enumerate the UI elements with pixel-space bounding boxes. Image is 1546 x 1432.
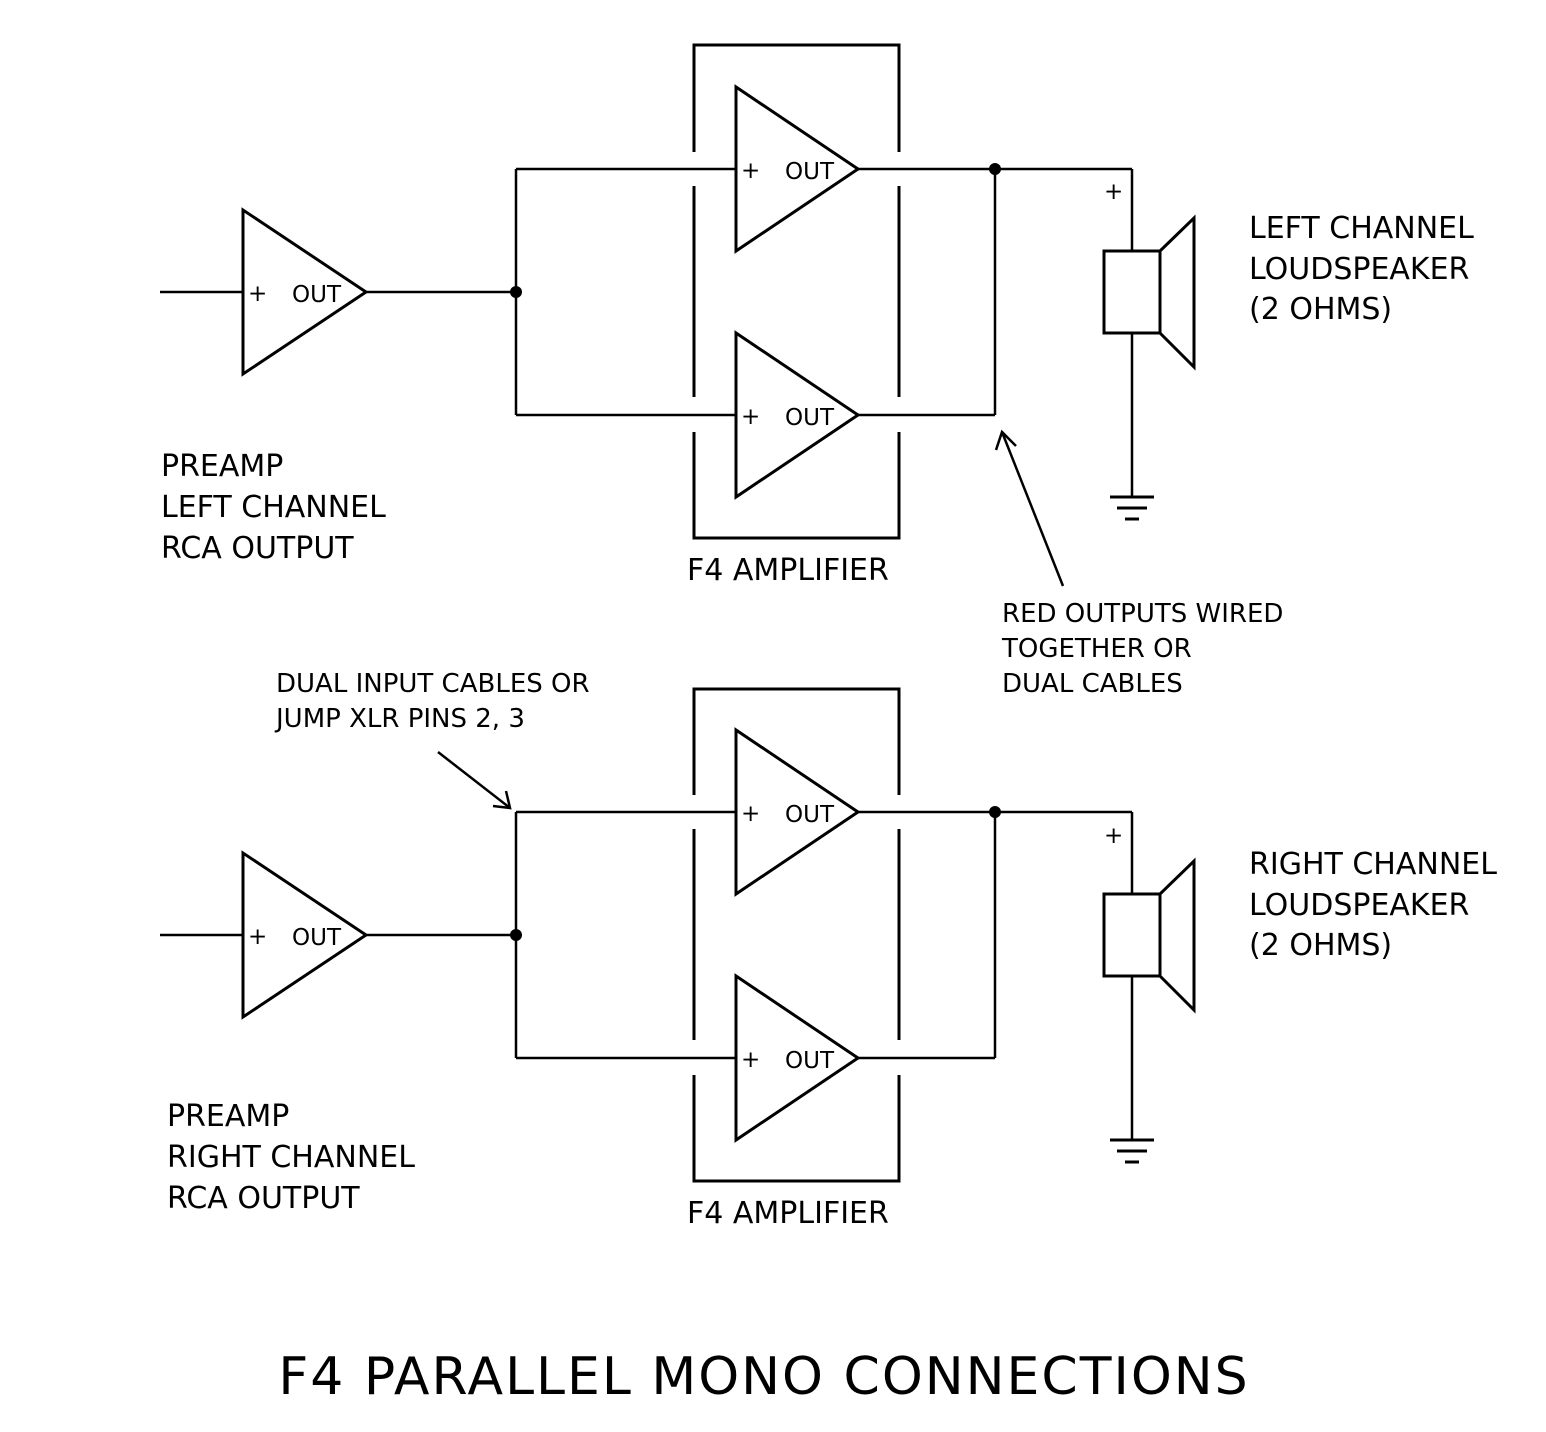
left-amplifier-box-top [692, 43, 901, 152]
left-preamp-label-line-2: LEFT CHANNEL [161, 490, 386, 525]
output-note-line-2: TOGETHER OR [1001, 634, 1192, 664]
right-preamp-label: PREAMP RIGHT CHANNEL RCA OUTPUT [167, 1099, 415, 1216]
right-ground-icon [1110, 1138, 1154, 1164]
right-speaker-magnet [1102, 892, 1162, 978]
left-preamp-label-line-3: RCA OUTPUT [161, 531, 354, 566]
left-speaker-cone [1158, 214, 1196, 371]
right-amp-a-plus: + [741, 801, 760, 827]
output-note-line-1: RED OUTPUTS WIRED [1002, 599, 1283, 629]
left-speaker-label: LEFT CHANNEL LOUDSPEAKER (2 OHMS) [1249, 211, 1474, 327]
left-amp-a-out: OUT [785, 159, 835, 185]
right-speaker-label-line-3: (2 OHMS) [1249, 928, 1392, 963]
right-amplifier-label: F4 AMPLIFIER [687, 1196, 889, 1231]
right-amp-stage-a [734, 727, 861, 897]
right-speaker-label: RIGHT CHANNEL LOUDSPEAKER (2 OHMS) [1249, 847, 1497, 963]
output-note-arrowhead [994, 429, 1017, 451]
right-amp-a-out: OUT [785, 802, 835, 828]
right-channel: + OUT + OUT + OUT + [160, 687, 1497, 1231]
left-speaker-plus: + [1104, 179, 1123, 205]
left-speaker-label-line-1: LEFT CHANNEL [1249, 211, 1474, 246]
left-amplifier-label: F4 AMPLIFIER [687, 553, 889, 588]
right-speaker-label-line-1: RIGHT CHANNEL [1249, 847, 1497, 882]
left-preamp-plus: + [248, 281, 267, 307]
left-speaker-magnet [1102, 249, 1162, 335]
left-channel: + OUT + OUT + OUT + [160, 43, 1474, 588]
right-speaker-label-line-2: LOUDSPEAKER [1249, 888, 1469, 923]
left-preamp-amp-symbol [241, 207, 369, 377]
input-note-line-1: DUAL INPUT CABLES OR [276, 669, 590, 699]
right-speaker-cone [1158, 857, 1196, 1014]
left-preamp-out: OUT [292, 282, 342, 308]
right-preamp-label-line-2: RIGHT CHANNEL [167, 1140, 415, 1175]
left-preamp-label: PREAMP LEFT CHANNEL RCA OUTPUT [161, 449, 386, 566]
right-amp-stage-b [734, 973, 861, 1143]
right-amplifier-box-top [692, 687, 901, 795]
left-speaker-label-line-2: LOUDSPEAKER [1249, 252, 1469, 287]
left-amp-a-plus: + [741, 158, 760, 184]
input-note-line-2: JUMP XLR PINS 2, 3 [274, 704, 525, 734]
right-amp-b-plus: + [741, 1047, 760, 1073]
left-amp-stage-a [734, 84, 861, 254]
diagram-title: F4 PARALLEL MONO CONNECTIONS [278, 1347, 1249, 1407]
right-preamp-amp-symbol [241, 850, 369, 1020]
right-preamp-out: OUT [292, 925, 342, 951]
right-output-junction [989, 806, 1001, 818]
left-amp-stage-b [734, 330, 861, 500]
right-preamp-plus: + [248, 924, 267, 950]
input-note-arrow [437, 751, 511, 809]
left-amplifier-box-bottom [692, 432, 901, 540]
right-amplifier-box-bottom [692, 1075, 901, 1183]
output-note-line-3: DUAL CABLES [1002, 669, 1183, 699]
right-speaker-plus: + [1104, 823, 1123, 849]
output-note: RED OUTPUTS WIRED TOGETHER OR DUAL CABLE… [994, 429, 1283, 699]
left-output-junction [989, 163, 1001, 175]
right-amp-b-out: OUT [785, 1048, 835, 1074]
left-speaker-label-line-3: (2 OHMS) [1249, 292, 1392, 327]
left-preamp-label-line-1: PREAMP [161, 449, 283, 484]
left-amp-b-out: OUT [785, 405, 835, 431]
left-ground-icon [1110, 495, 1154, 521]
right-preamp-label-line-1: PREAMP [167, 1099, 289, 1134]
input-note-arrowhead [492, 790, 512, 810]
input-note: DUAL INPUT CABLES OR JUMP XLR PINS 2, 3 [274, 669, 590, 810]
left-amp-b-plus: + [741, 404, 760, 430]
output-note-arrow [1000, 431, 1065, 587]
right-preamp-label-line-3: RCA OUTPUT [167, 1181, 360, 1216]
